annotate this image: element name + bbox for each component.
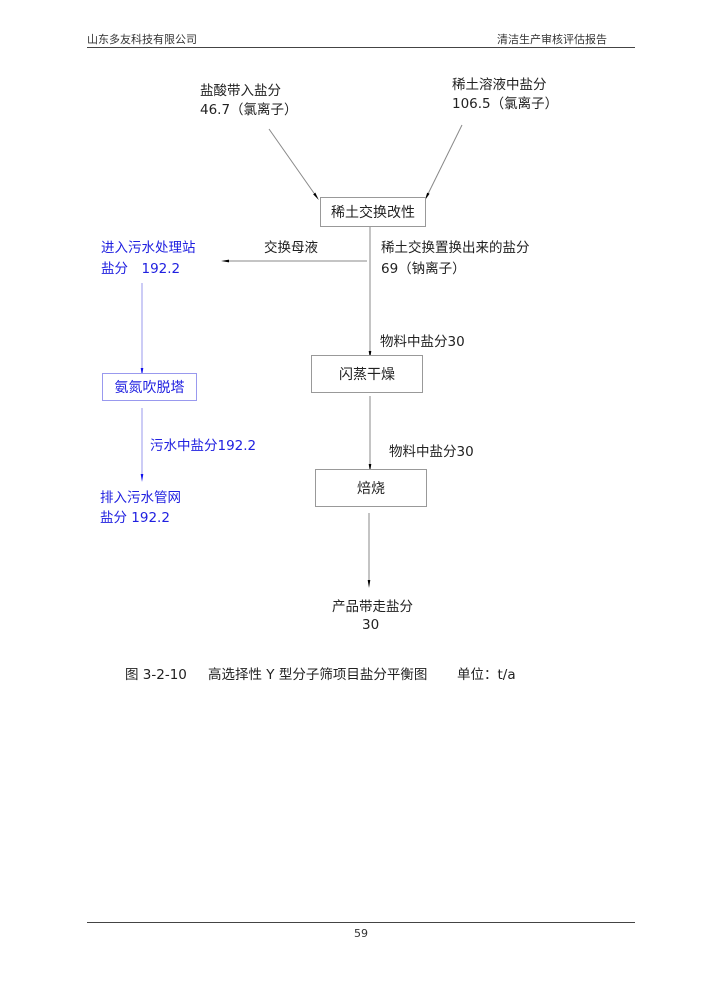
mother-liquor-label: 交换母液 xyxy=(264,240,318,256)
input2-label: 稀土溶液中盐分 xyxy=(452,77,547,93)
product-label: 产品带走盐分 xyxy=(332,599,413,615)
box-flash-dry: 闪蒸干燥 xyxy=(311,355,423,393)
arrow-input2 xyxy=(424,124,463,201)
replaced-salt-value: 69（钠离子） xyxy=(381,261,466,277)
to-sewer-value: 盐分 192.2 xyxy=(100,510,170,526)
input1-label: 盐酸带入盐分 xyxy=(200,83,281,99)
arrow-input1 xyxy=(268,128,319,201)
wastewater-salt-label: 污水中盐分192.2 xyxy=(150,438,257,454)
box-roast: 焙烧 xyxy=(315,469,427,507)
box-rare-earth-exchange: 稀土交换改性 xyxy=(320,197,426,227)
header-company: 山东多友科技有限公司 xyxy=(87,33,197,46)
input1-value: 46.7（氯离子） xyxy=(200,102,298,118)
footer-divider xyxy=(87,922,635,923)
box-ammonia-stripping: 氨氮吹脱塔 xyxy=(102,373,197,401)
caption-title: 高选择性 Y 型分子筛项目盐分平衡图 xyxy=(208,667,428,683)
to-sewer-label: 排入污水管网 xyxy=(100,490,181,506)
caption-unit: 单位：t/a xyxy=(457,667,516,683)
page-number: 59 xyxy=(354,927,368,940)
caption-number: 图 3-2-10 xyxy=(125,667,187,683)
replaced-salt-label: 稀土交换置换出来的盐分 xyxy=(381,240,530,256)
to-wastewater-value: 盐分 192.2 xyxy=(101,261,181,277)
input2-value: 106.5（氯离子） xyxy=(452,96,559,112)
header-divider xyxy=(87,47,635,48)
material-salt-1: 物料中盐分30 xyxy=(380,334,465,350)
material-salt-2: 物料中盐分30 xyxy=(389,444,474,460)
to-wastewater-label: 进入污水处理站 xyxy=(101,240,196,256)
product-value: 30 xyxy=(362,617,380,633)
header-report-title: 清洁生产审核评估报告 xyxy=(497,33,607,46)
